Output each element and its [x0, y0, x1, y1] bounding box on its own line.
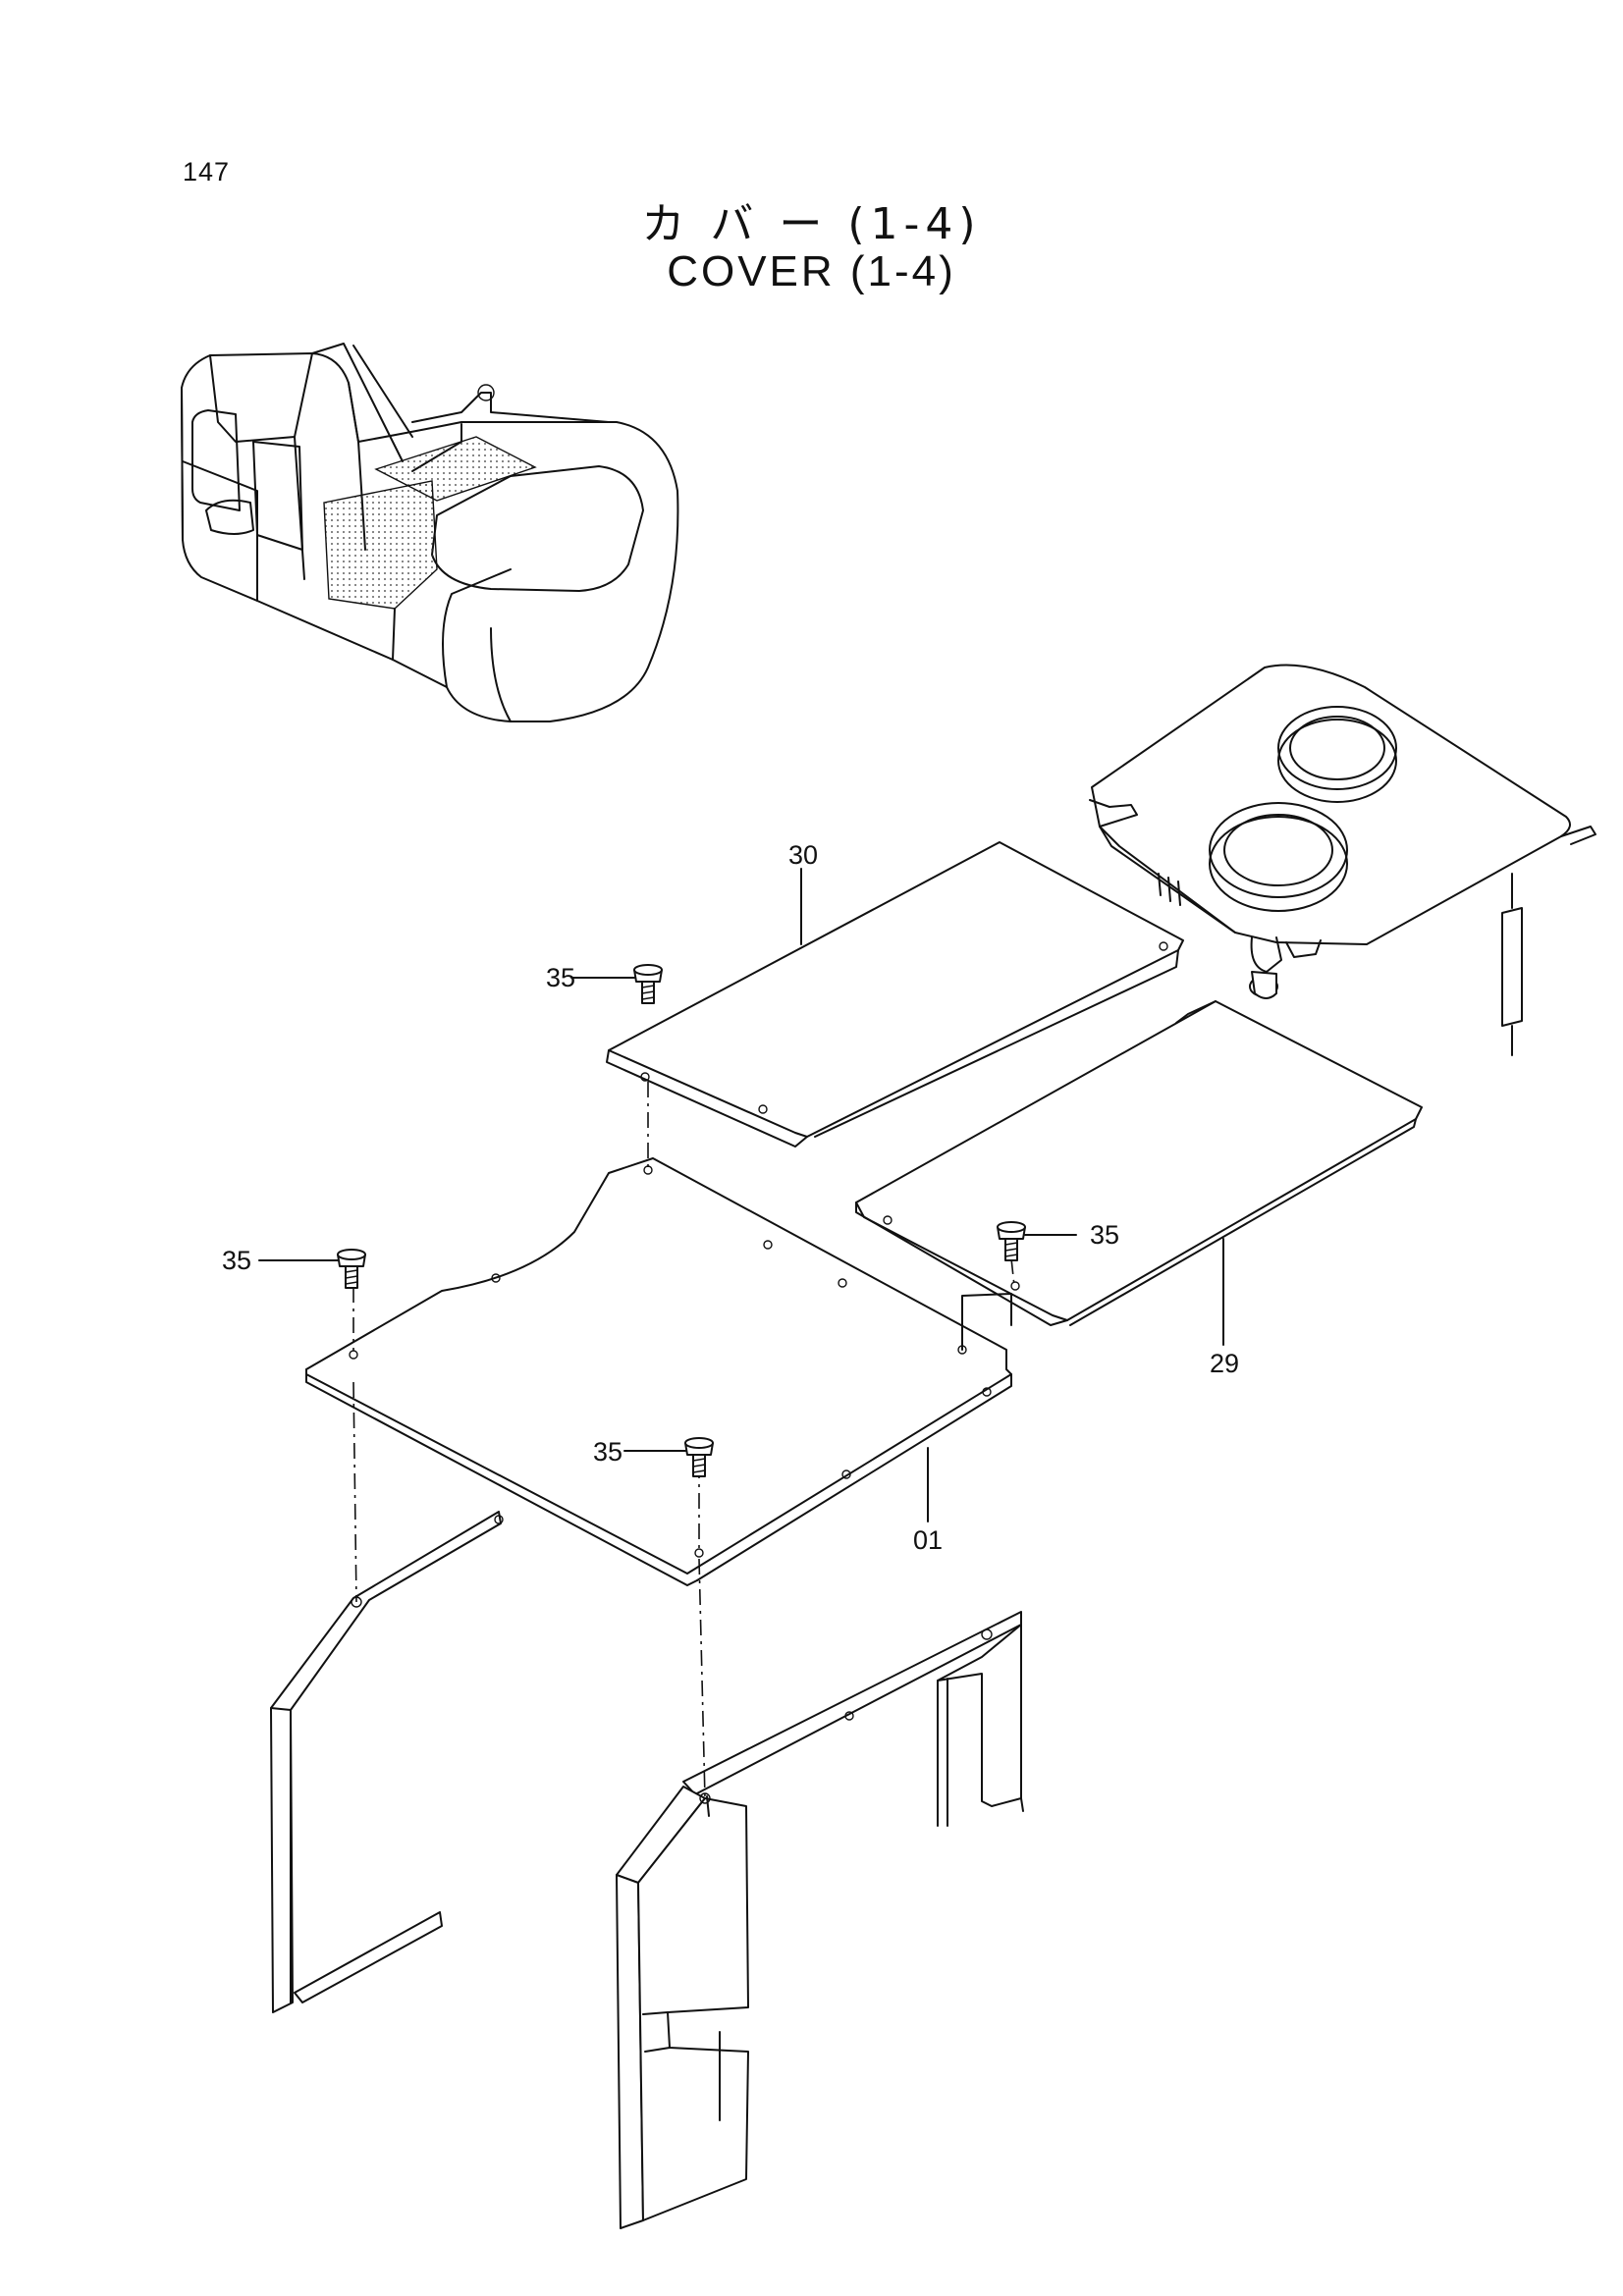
callout-part-30: 30 — [788, 840, 818, 870]
callout-part-35-d: 35 — [593, 1437, 622, 1467]
lower-frame-right — [616, 1611, 1024, 2229]
machine-key-plan — [181, 343, 679, 722]
bolt-35-b — [258, 1249, 366, 1289]
bolt-35-a — [570, 964, 663, 1004]
page-number: 147 — [183, 157, 231, 187]
part-30-cover-plate — [606, 841, 1184, 1148]
title-english: COVER (1-4) — [667, 247, 956, 295]
title-japanese: カ バ ー (1-4) — [641, 199, 982, 249]
part-01-main-cover — [305, 1157, 1012, 1586]
part-29-cover-plate — [855, 1000, 1423, 1326]
callout-part-35-b: 35 — [222, 1246, 251, 1275]
callout-part-01: 01 — [913, 1525, 943, 1555]
callout-part-29: 29 — [1210, 1349, 1239, 1378]
bolt-35-c — [997, 1221, 1077, 1261]
callout-part-35-a: 35 — [546, 963, 575, 992]
tank-top-plate — [1089, 664, 1596, 1056]
lower-frame-left — [270, 1511, 504, 2013]
callout-part-35-c: 35 — [1090, 1220, 1119, 1250]
bolt-35-d — [623, 1437, 714, 1477]
leader-lines — [800, 868, 1224, 1522]
